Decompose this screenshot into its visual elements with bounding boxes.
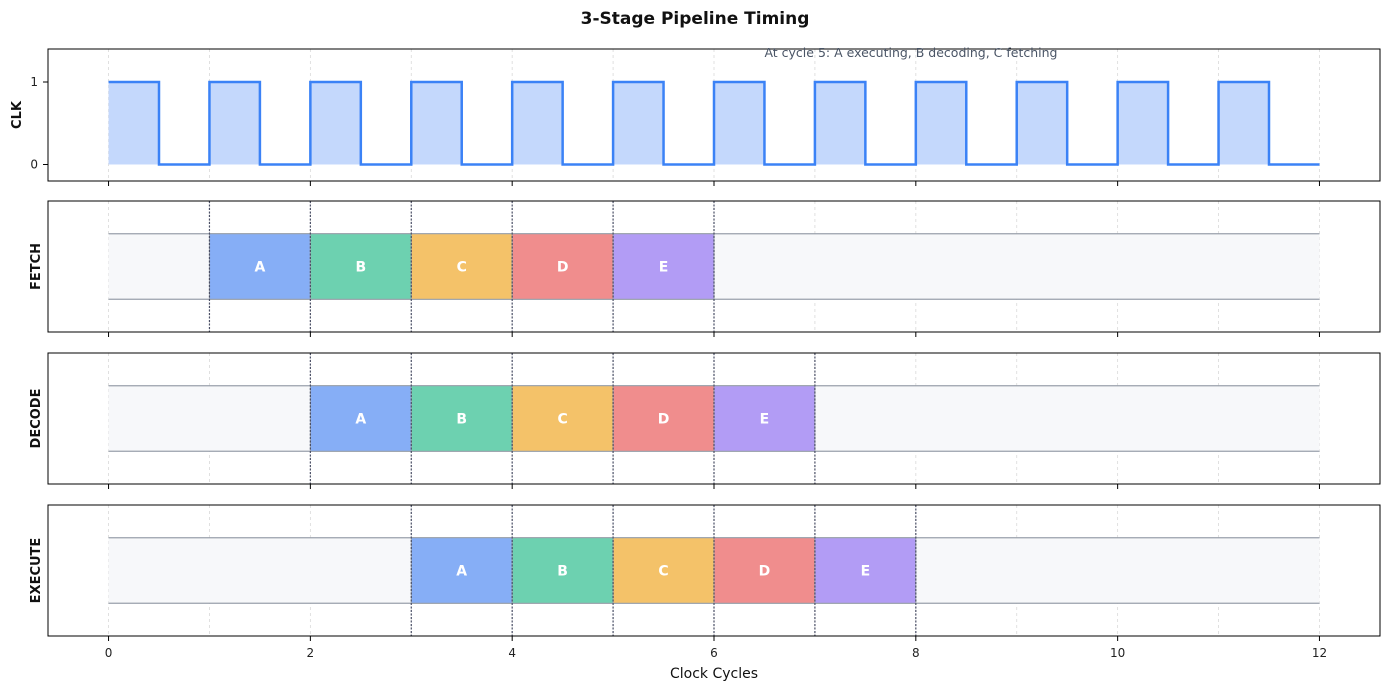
cycle-annotation: At cycle 5: A executing, B decoding, C f…: [764, 45, 1057, 60]
stage-panel-fetch: A B C D E FETCH: [29, 200, 1381, 337]
segment-label-c: C: [557, 412, 567, 428]
stage-axis-label-decode: DECODE: [29, 389, 44, 449]
segment-label-b: B: [355, 260, 366, 276]
segment-label-c: C: [658, 564, 668, 580]
stage-panel-decode: A B C D E DECODE: [29, 352, 1381, 489]
x-tick-label: 4: [508, 646, 516, 660]
y-tick-label: 1: [30, 75, 38, 89]
segment-c: [410, 233, 513, 300]
segment-label-e: E: [659, 260, 669, 276]
segment-label-e: E: [760, 412, 770, 428]
segment-b: [309, 233, 412, 300]
segment-label-d: D: [557, 260, 569, 276]
x-axis-label: Clock Cycles: [670, 666, 758, 682]
x-tick-label: 10: [1110, 646, 1125, 660]
y-tick-label: 0: [30, 158, 38, 172]
stage-axis-label-execute: EXECUTE: [29, 538, 44, 604]
segment-a: [309, 385, 412, 452]
segment-b: [511, 537, 614, 604]
segment-label-e: E: [861, 564, 871, 580]
segment-label-c: C: [457, 260, 467, 276]
x-tick-label: 6: [710, 646, 718, 660]
segment-d: [612, 385, 715, 452]
segment-label-a: A: [355, 412, 366, 428]
segment-label-b: B: [557, 564, 568, 580]
segment-label-a: A: [456, 564, 467, 580]
segment-b: [410, 385, 513, 452]
segment-c: [612, 537, 715, 604]
segment-label-d: D: [759, 564, 771, 580]
segment-label-b: B: [456, 412, 467, 428]
stage-panel-execute: A B C D E 0 2 4 6 8 10 12 EXECUTE: [29, 504, 1381, 660]
stage-axis-label-fetch: FETCH: [29, 243, 44, 290]
segment-label-a: A: [254, 260, 265, 276]
segment-label-d: D: [658, 412, 670, 428]
chart-title: 3-Stage Pipeline Timing: [581, 9, 810, 29]
x-tick-label: 8: [912, 646, 920, 660]
segment-e: [713, 385, 816, 452]
clock-high-fill: [108, 82, 1270, 165]
x-tick-label: 12: [1312, 646, 1327, 660]
x-tick-label: 0: [105, 646, 113, 660]
clock-waveform: [108, 80, 1320, 166]
clock-axis-label: CLK: [10, 100, 25, 129]
segment-e: [612, 233, 715, 300]
x-tick-label: 2: [307, 646, 315, 660]
segment-c: [511, 385, 614, 452]
segment-a: [208, 233, 311, 300]
segment-e: [814, 537, 917, 604]
